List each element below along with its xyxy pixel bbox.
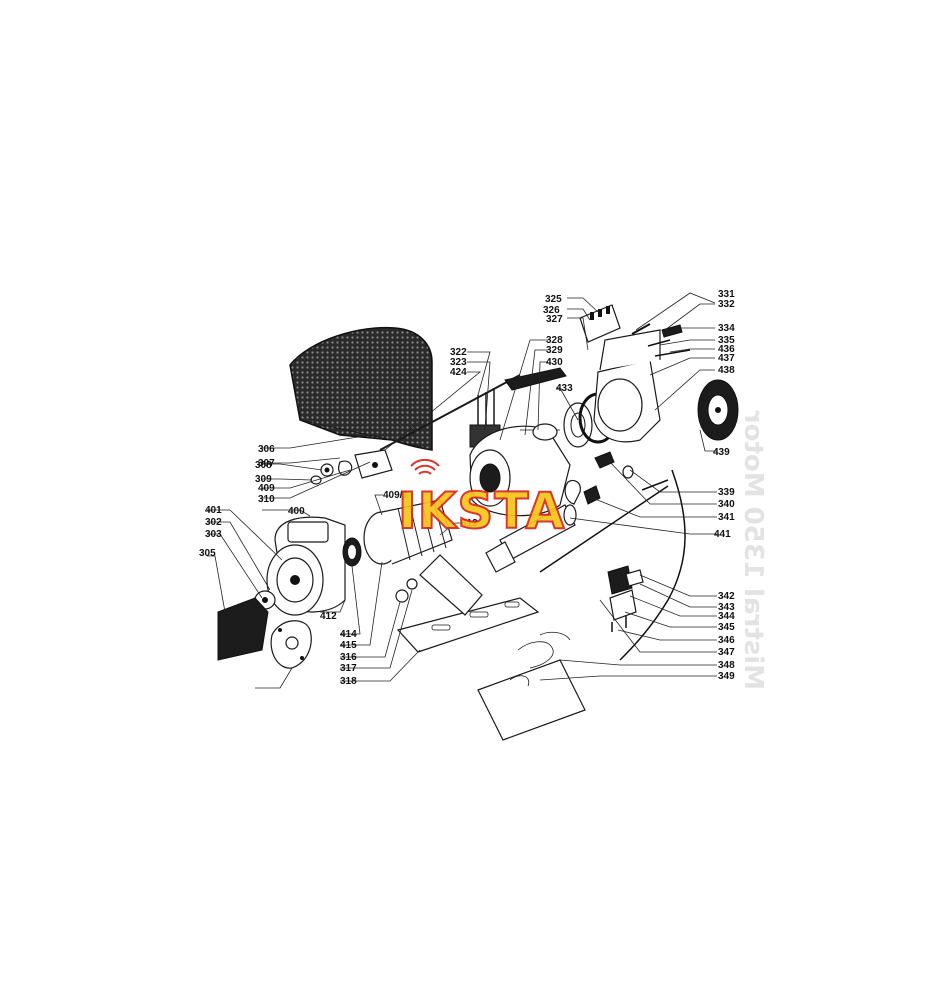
label-439: 439 — [713, 447, 730, 458]
label-430: 430 — [546, 357, 563, 368]
screws-part — [631, 323, 691, 357]
label-308: 308 — [255, 460, 272, 471]
label-331: 331 — [718, 289, 735, 300]
bearing-ring-part — [342, 537, 362, 567]
brush-parts-part — [564, 451, 669, 505]
label-318: 318 — [340, 676, 357, 687]
label-339: 339 — [718, 487, 735, 498]
nuts-part — [395, 578, 418, 603]
label-414: 414 — [340, 629, 357, 640]
label-307: 307 — [258, 458, 275, 469]
label-335: 335 — [718, 335, 735, 346]
label-441: 441 — [714, 529, 731, 540]
label-302: 302 — [205, 517, 222, 528]
label-433: 433 — [556, 383, 573, 394]
mounting-plate-part — [396, 554, 540, 653]
label-322: 322 — [450, 347, 467, 358]
label-305: 305 — [199, 548, 216, 559]
label-348: 348 — [718, 660, 735, 671]
small-hardware-part — [310, 449, 393, 485]
armature-part — [363, 499, 453, 565]
label-329: 329 — [546, 345, 563, 356]
label-328: 328 — [546, 335, 563, 346]
svg-text:IKSTA: IKSTA — [398, 482, 565, 540]
label-317: 317 — [340, 663, 357, 674]
part-labels: 325 326 327 331 332 334 335 436 437 438 … — [199, 289, 735, 687]
label-341: 341 — [718, 512, 735, 523]
dark-bracket-part — [217, 597, 269, 661]
label-409: 409 — [258, 483, 275, 494]
label-436: 436 — [718, 344, 735, 355]
label-347: 347 — [718, 647, 735, 658]
label-327: 327 — [546, 314, 563, 325]
label-326: 326 — [543, 305, 560, 316]
gear-disc-part — [697, 379, 739, 441]
label-415: 415 — [340, 640, 357, 651]
label-309: 309 — [255, 474, 272, 485]
label-332: 332 — [718, 299, 735, 310]
label-316: 316 — [340, 652, 357, 663]
label-401: 401 — [205, 505, 222, 516]
mesh-hood-part — [289, 326, 433, 451]
label-310: 310 — [258, 494, 275, 505]
label-340: 340 — [718, 499, 735, 510]
label-409-1: 409/1 — [383, 490, 408, 501]
fan-shroud-part — [593, 329, 661, 443]
label-342: 342 — [718, 591, 735, 602]
label-344: 344 — [718, 611, 735, 622]
mirrored-background-text: Mistral 1350 Motor — [738, 411, 768, 690]
label-438: 438 — [718, 365, 735, 376]
label-424: 424 — [450, 367, 467, 378]
manual-wire-part — [477, 631, 586, 741]
label-345: 345 — [718, 622, 735, 633]
label-412-upper: 412 — [461, 518, 478, 529]
gasket-plate-part — [270, 620, 312, 669]
label-437: 437 — [718, 353, 735, 364]
label-349: 349 — [718, 671, 735, 682]
label-334: 334 — [718, 323, 735, 334]
power-cord-part — [619, 469, 686, 661]
brand-watermark-logo: IKSTA — [397, 458, 565, 541]
label-303: 303 — [205, 529, 222, 540]
end-cap-housing-part — [254, 516, 346, 616]
label-323: 323 — [450, 357, 467, 368]
label-412-lower: 412 — [320, 611, 337, 622]
label-306: 306 — [258, 444, 275, 455]
shaft-tube-part — [485, 485, 669, 573]
svg-text:Mistral 1350 Motor: Mistral 1350 Motor — [738, 411, 768, 690]
label-400: 400 — [288, 506, 305, 517]
leader-lines — [207, 292, 717, 689]
motor-housing-part — [469, 423, 571, 517]
label-346: 346 — [718, 635, 735, 646]
label-325: 325 — [545, 294, 562, 305]
label-343: 343 — [718, 602, 735, 613]
switch-plug-part — [607, 565, 644, 632]
